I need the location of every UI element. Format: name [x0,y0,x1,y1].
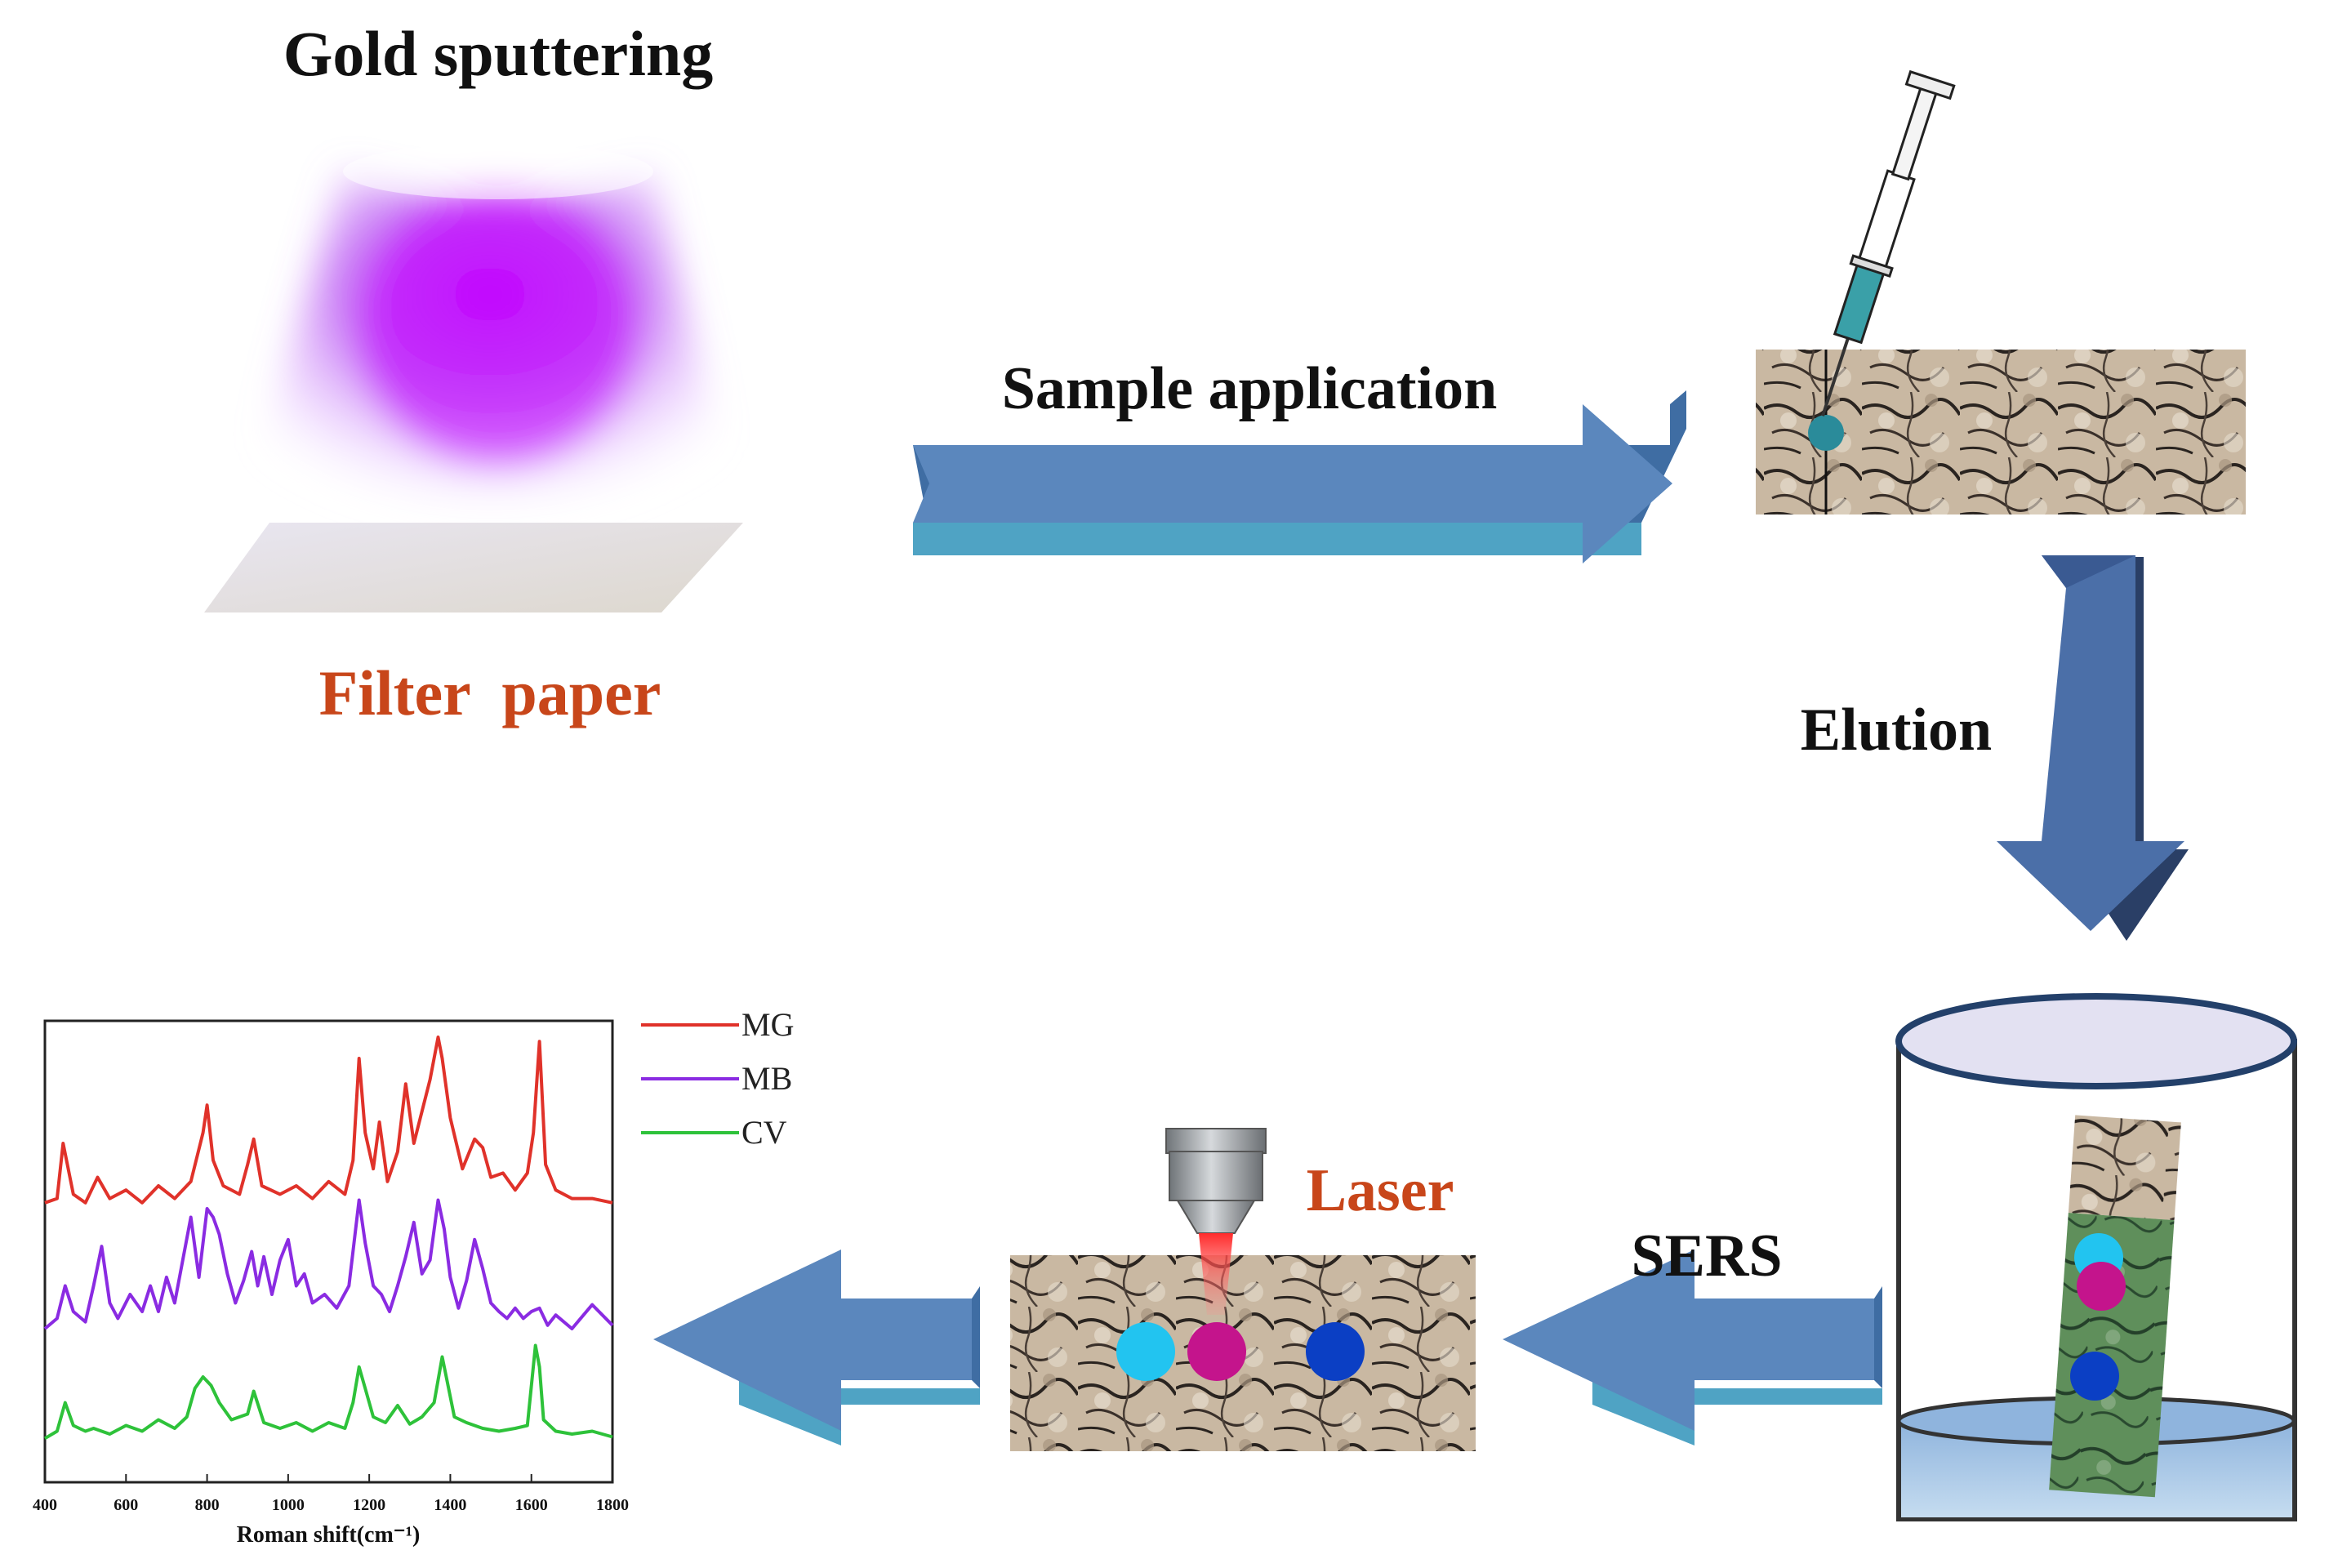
x-tick-label: 1400 [434,1496,466,1514]
plasma-top-rim-icon [343,144,653,199]
sers-spectrum-chart: 400 600 800 1000 1200 1400 1600 1800 Roman shif… [33,1006,794,1548]
x-tick-label: 400 [33,1496,57,1514]
series-line-mb [43,1198,614,1330]
filter-paper-sheet-icon [204,523,743,612]
gold-sputtering-label: Gold sputtering [283,18,714,89]
sers-arrow [1503,1250,1882,1446]
detect-spot-magenta-icon [1187,1322,1246,1381]
legend-label-mb: MB [741,1060,792,1097]
spot-magenta-icon [2077,1262,2126,1311]
x-tick-label: 1000 [272,1496,305,1514]
elution-beaker-panel [1895,993,2297,1521]
x-tick-label: 600 [114,1496,138,1514]
sample-application-label: Sample application [1002,355,1498,422]
gold-sputtering-panel: Gold sputtering Filter paper [204,18,743,728]
plasma-cloud-icon [245,172,735,523]
x-tick-label: 1600 [515,1496,548,1514]
spot-blue-icon [2070,1352,2119,1401]
sers-label: SERS [1631,1223,1782,1290]
sample-application-arrow [913,390,1686,564]
sample-paper-panel [1756,69,2246,514]
legend-label-mg: MG [741,1006,794,1043]
laser-label: Laser [1307,1157,1454,1224]
x-axis-ticks: 400 600 800 1000 1200 1400 1600 1800 [33,1474,629,1514]
syringe-icon [1821,69,1956,416]
plot-frame [43,1019,614,1484]
objective-lens-icon [1165,1128,1267,1234]
x-tick-label: 1200 [353,1496,385,1514]
beaker-rim-icon [1895,993,2297,1089]
filter-paper-label: Filter paper [319,657,661,728]
x-axis-label: Roman shift(cm⁻¹) [237,1522,421,1548]
result-arrow [653,1250,980,1446]
legend: MG MB CV [641,1006,794,1151]
x-tick-label: 800 [195,1496,220,1514]
detect-spot-blue-icon [1306,1322,1365,1381]
series-line-mg [44,1036,613,1205]
legend-label-cv: CV [741,1114,787,1151]
x-tick-label: 1800 [596,1496,629,1514]
laser-detection-panel [1010,1128,1476,1451]
elution-arrow [1997,555,2189,941]
series-layer [43,1036,614,1441]
series-line-cv [43,1343,613,1441]
sample-droplet-icon [1808,415,1844,451]
elution-label: Elution [1801,697,1992,764]
laser-beam-icon [1199,1233,1233,1315]
detect-spot-cyan-icon [1116,1322,1175,1381]
